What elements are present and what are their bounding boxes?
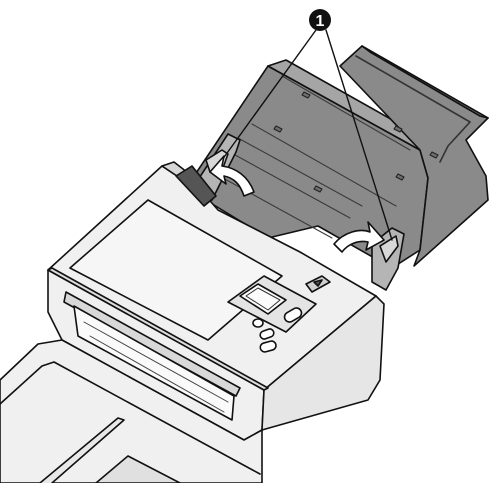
curved-arrow-icon xyxy=(333,221,385,253)
output-slot-guide xyxy=(83,321,229,413)
right-guide-tab[interactable] xyxy=(379,235,399,263)
tray-clips xyxy=(273,91,439,193)
number-circle-icon: 1 xyxy=(309,9,331,31)
output-tray-lower-edge xyxy=(39,417,125,483)
round-button-icon[interactable] xyxy=(252,318,264,328)
front-edge-strip xyxy=(47,267,269,391)
feed-indicator-mark xyxy=(313,279,323,287)
output-slot-inner xyxy=(73,305,235,421)
lcd-display-icon xyxy=(239,283,287,315)
curved-arrow-icon xyxy=(209,155,255,197)
tray-extension xyxy=(339,45,489,267)
feeder-slot xyxy=(175,165,217,207)
callout-leader-right xyxy=(325,29,393,241)
output-slot xyxy=(63,291,241,397)
output-tray xyxy=(0,339,263,483)
round-button-icon[interactable] xyxy=(259,340,277,353)
output-tray-extension xyxy=(95,455,181,483)
output-tray-left-edge xyxy=(0,361,261,475)
round-button-icon[interactable] xyxy=(259,328,275,340)
scanner-lid-panel xyxy=(69,199,283,341)
lcd-display-inner xyxy=(245,287,281,311)
tray-extension-inner-edge xyxy=(355,55,471,163)
callout-number: 1 xyxy=(316,13,325,30)
callout-leader-left xyxy=(221,29,317,161)
tray-extension-flap xyxy=(361,45,489,119)
round-button-icon[interactable] xyxy=(283,306,304,324)
tray-guide-lines xyxy=(211,75,411,239)
